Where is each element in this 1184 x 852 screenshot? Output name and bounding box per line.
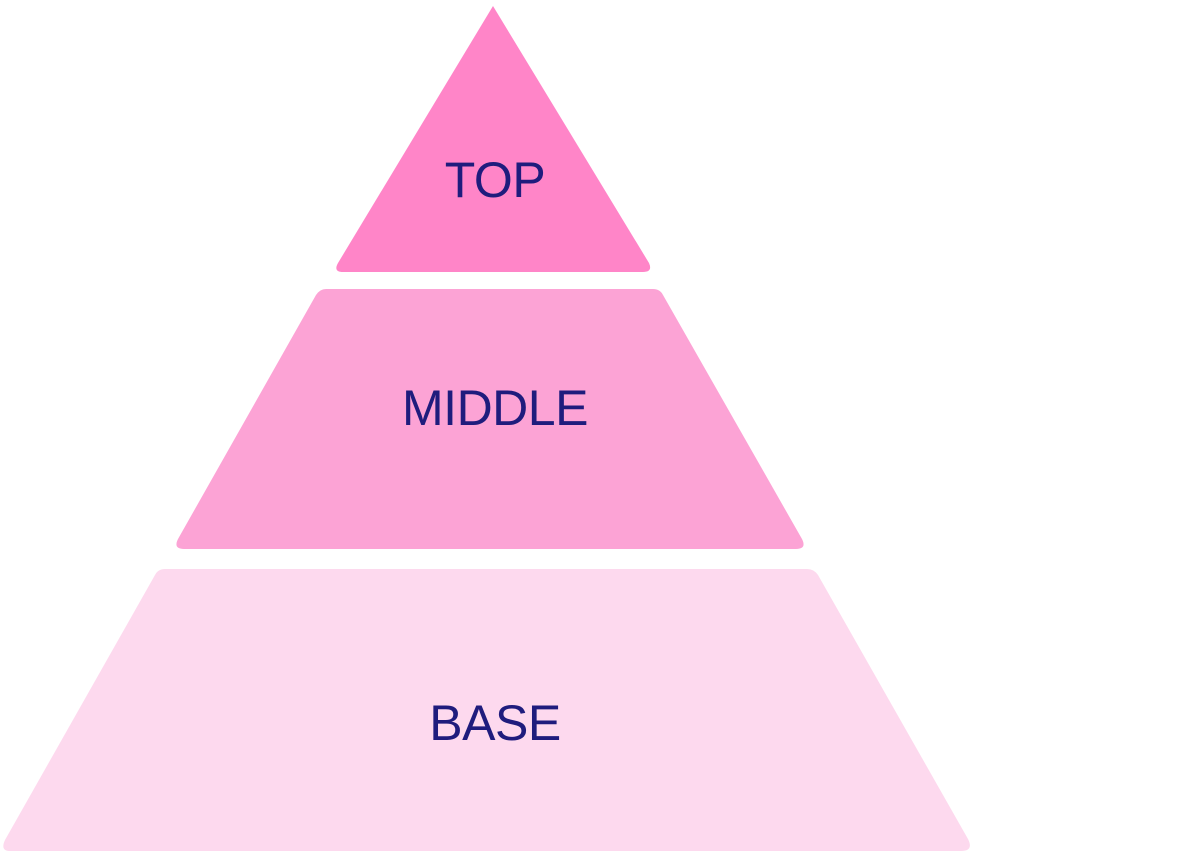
tier-base-shape [3, 569, 970, 851]
tier-base-label: BASE [429, 695, 560, 751]
tier-top-label: TOP [445, 152, 545, 208]
tier-base: BASE [3, 569, 970, 851]
tier-top: TOP [336, 6, 651, 272]
tier-middle-shape [176, 289, 804, 549]
tier-middle-label: MIDDLE [402, 380, 588, 436]
tier-middle: MIDDLE [176, 289, 804, 549]
tier-top-shape [336, 6, 651, 272]
